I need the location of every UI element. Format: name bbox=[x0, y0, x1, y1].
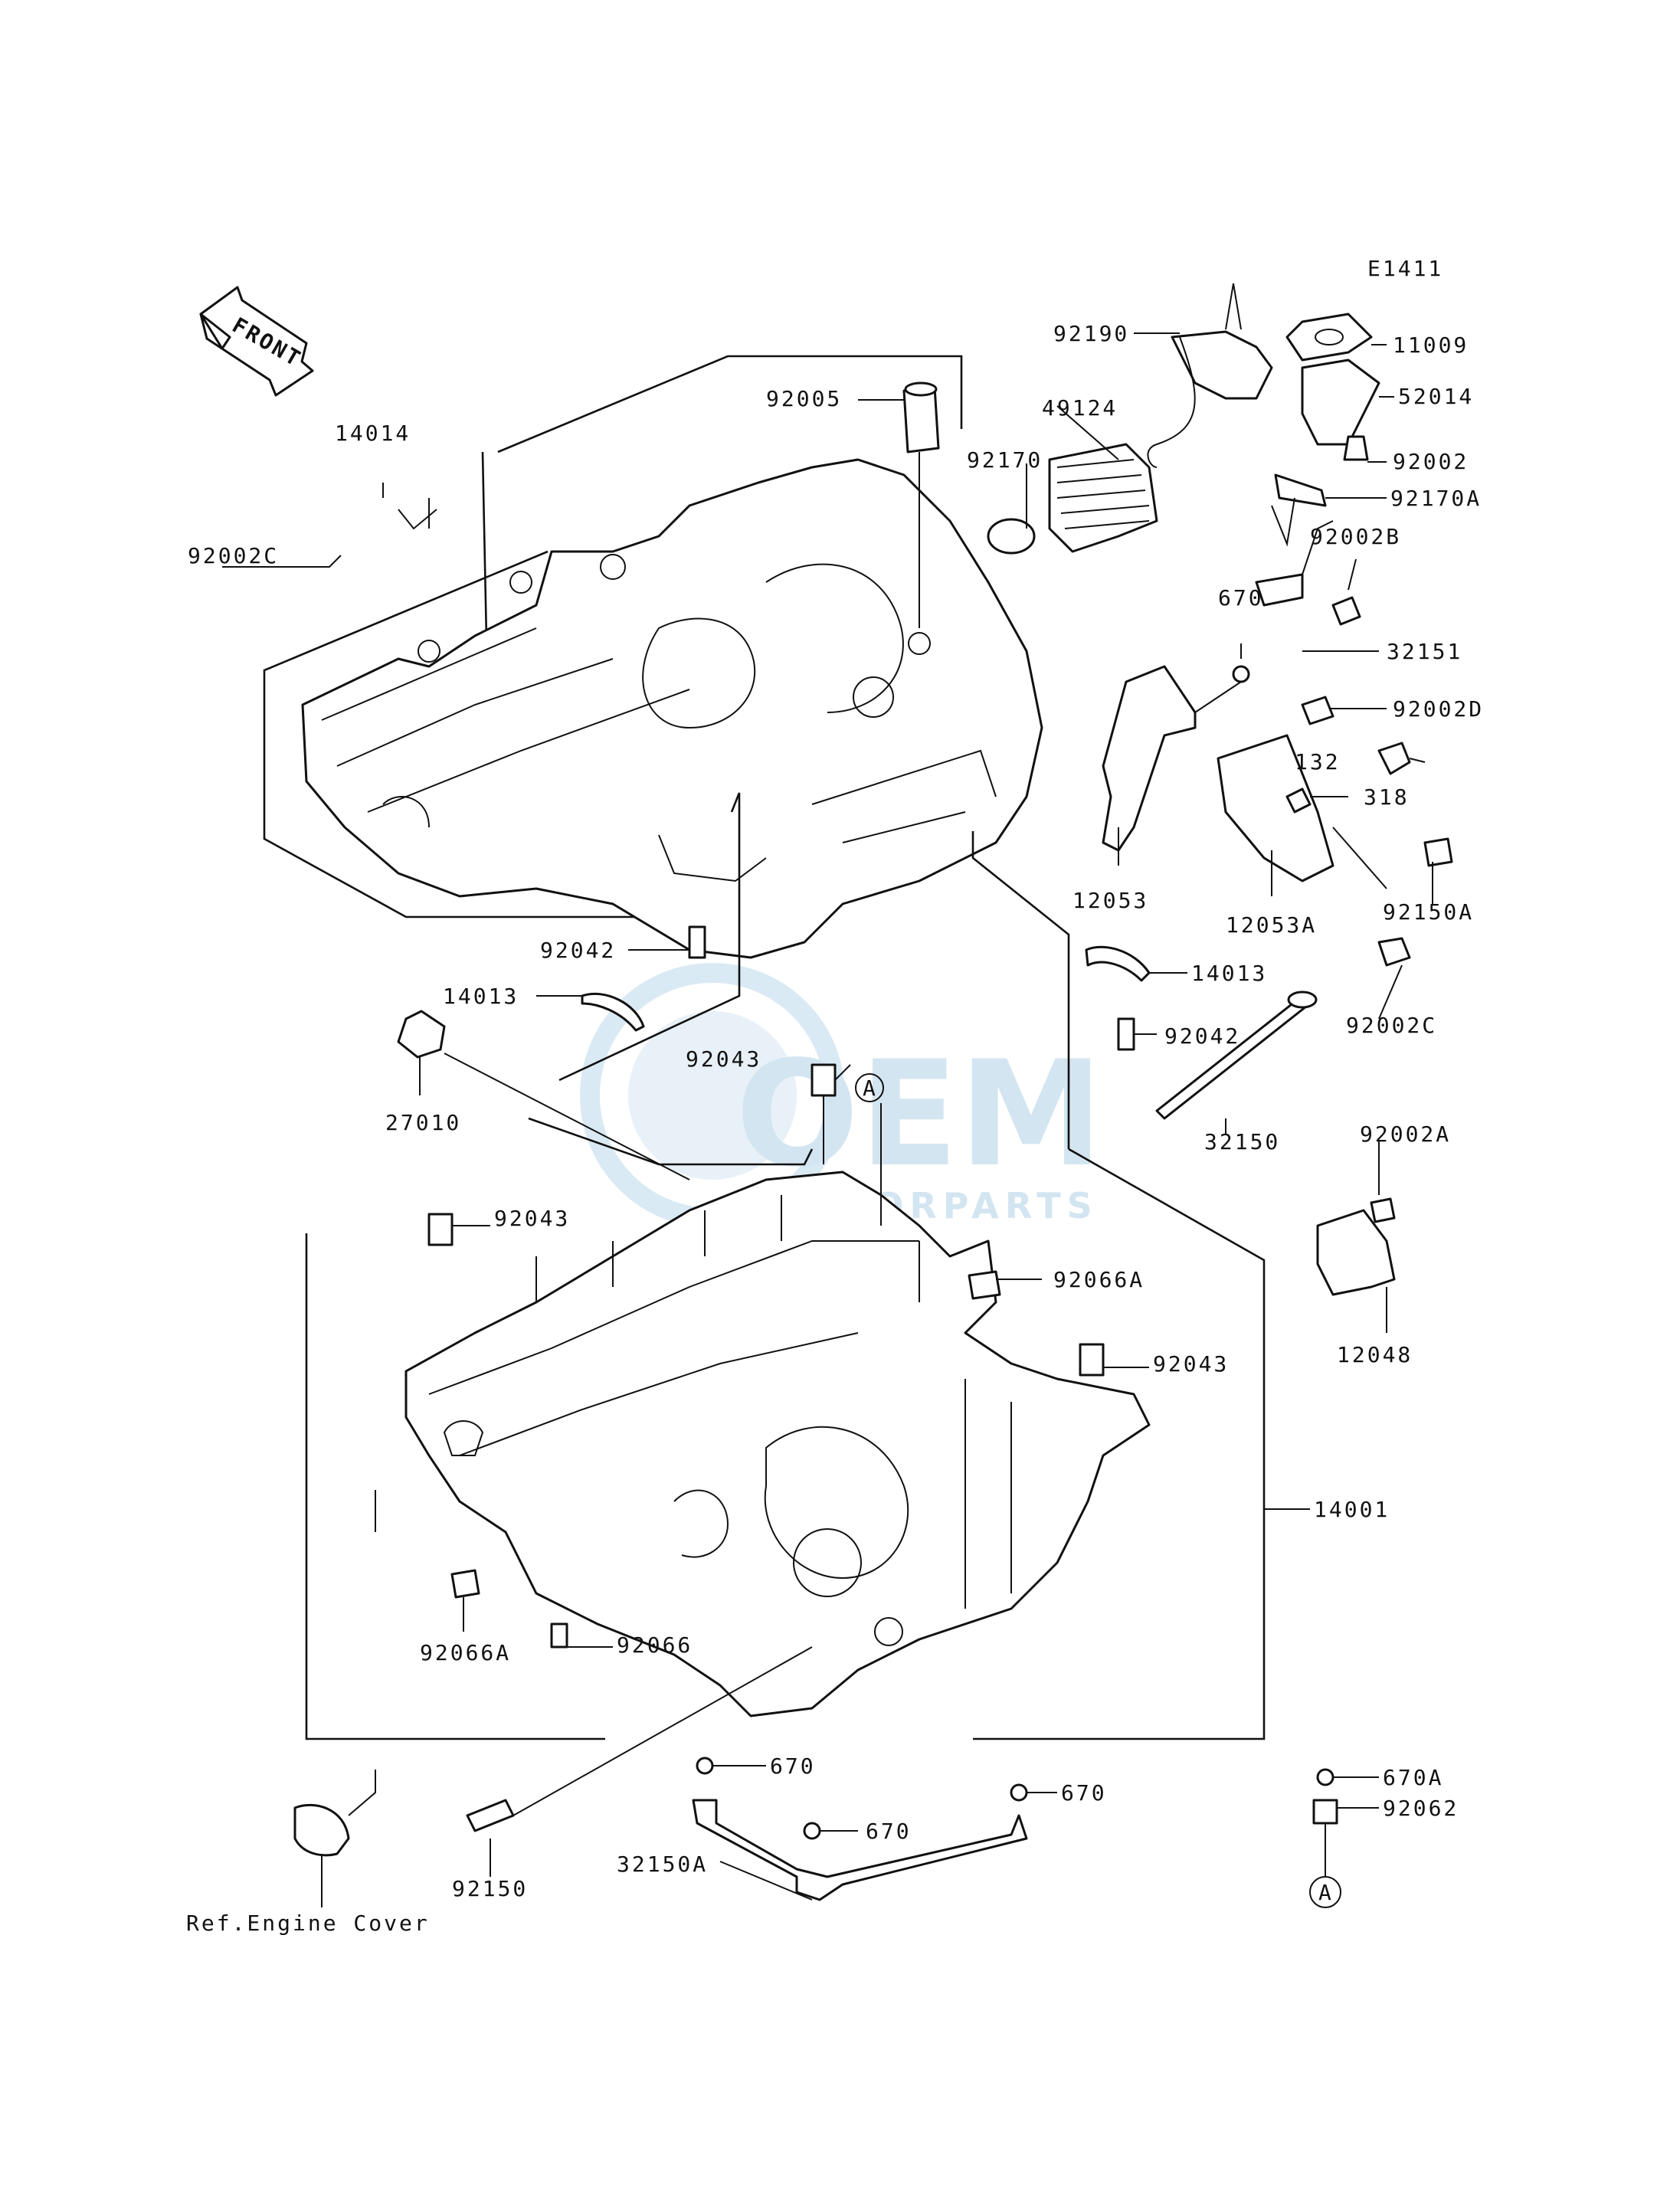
bearing-14013-right bbox=[1085, 945, 1151, 982]
part-labels: 92190 11009 52014 49124 92005 92170 9200… bbox=[186, 321, 1484, 1936]
plug-92066A-lower bbox=[450, 1569, 480, 1599]
pipe-49124 bbox=[1048, 443, 1158, 553]
o-ring-670-b bbox=[803, 1822, 821, 1840]
dowel-92042-right bbox=[1117, 1017, 1135, 1051]
label-14001: 14001 bbox=[1314, 1497, 1390, 1522]
hose-92190 bbox=[1171, 330, 1273, 400]
guide-12053 bbox=[1102, 665, 1197, 852]
plug-92005 bbox=[902, 385, 940, 453]
label-12048: 12048 bbox=[1337, 1342, 1413, 1367]
bracket-12048 bbox=[1316, 1209, 1396, 1296]
dowel-92043-top bbox=[811, 1063, 837, 1097]
hose-92170A bbox=[1274, 473, 1327, 507]
label-92170A: 92170A bbox=[1390, 486, 1482, 511]
pipe-32150A bbox=[692, 1799, 1028, 1901]
upper-crankcase bbox=[263, 355, 1043, 959]
label-92002D: 92002D bbox=[1393, 696, 1484, 722]
label-11009: 11009 bbox=[1393, 332, 1469, 358]
leader-lines bbox=[222, 283, 1433, 1907]
label-92042-right: 92042 bbox=[1164, 1023, 1240, 1049]
label-92005: 92005 bbox=[766, 386, 842, 411]
nut-318 bbox=[1285, 787, 1312, 814]
label-32151: 32151 bbox=[1387, 639, 1462, 664]
label-92002A: 92002A bbox=[1360, 1121, 1451, 1147]
label-14013-left: 14013 bbox=[443, 984, 519, 1009]
label-92066A-lower: 92066A bbox=[420, 1640, 511, 1665]
bolt-92002A bbox=[1370, 1197, 1396, 1223]
label-92170: 92170 bbox=[967, 447, 1043, 473]
bearing-14013-left bbox=[581, 992, 645, 1032]
dowel-92066 bbox=[550, 1622, 568, 1649]
label-12053: 12053 bbox=[1073, 888, 1148, 913]
label-92043-right: 92043 bbox=[1153, 1351, 1229, 1377]
label-14013-right: 14013 bbox=[1191, 961, 1267, 986]
bolt-132 bbox=[1377, 742, 1411, 775]
svg-text:A: A bbox=[1318, 1880, 1334, 1905]
label-670A: 670A bbox=[1383, 1765, 1443, 1790]
dowel-92042-left bbox=[688, 925, 706, 959]
o-ring-670-a bbox=[696, 1757, 714, 1775]
front-direction-arrow: FRONT bbox=[199, 286, 314, 397]
reference-marker-a-upper: A bbox=[855, 1073, 884, 1102]
label-92150A: 92150A bbox=[1383, 899, 1474, 925]
label-92150: 92150 bbox=[452, 1876, 528, 1901]
plug-92066A-upper bbox=[968, 1270, 1001, 1300]
label-32150: 32150 bbox=[1204, 1129, 1280, 1154]
gasket-11009 bbox=[1285, 313, 1373, 362]
label-32150A: 32150A bbox=[617, 1852, 708, 1877]
label-52014: 52014 bbox=[1398, 384, 1474, 409]
watermark-logo: OEM bbox=[735, 1030, 1103, 1199]
label-92062: 92062 bbox=[1383, 1796, 1459, 1821]
clamp-92170 bbox=[987, 518, 1036, 555]
label-670-c: 670 bbox=[1061, 1780, 1107, 1806]
dowel-92043-left bbox=[427, 1213, 454, 1246]
sensor-92150 bbox=[466, 1799, 515, 1832]
label-92043-top: 92043 bbox=[686, 1046, 761, 1072]
label-132: 132 bbox=[1295, 749, 1341, 774]
label-92043-left: 92043 bbox=[494, 1206, 570, 1231]
label-92066A-upper: 92066A bbox=[1053, 1267, 1145, 1292]
o-ring-670-c bbox=[1010, 1783, 1028, 1802]
seal-ref-engine-cover bbox=[293, 1803, 350, 1857]
small-parts bbox=[293, 313, 1453, 1901]
label-49124: 49124 bbox=[1042, 395, 1118, 421]
label-92190: 92190 bbox=[1053, 321, 1129, 346]
dowel-92043-right bbox=[1079, 1343, 1105, 1377]
bolt-92002C-right bbox=[1377, 937, 1411, 967]
label-92002B: 92002B bbox=[1310, 524, 1401, 549]
bolt-92002D bbox=[1301, 696, 1335, 725]
label-670-top: 670 bbox=[1218, 585, 1264, 611]
label-12053A: 12053A bbox=[1226, 912, 1317, 938]
bolt-92150A bbox=[1423, 837, 1453, 867]
label-27010: 27010 bbox=[385, 1110, 461, 1135]
o-ring-670-upper bbox=[1232, 665, 1250, 683]
label-92002C-left: 92002C bbox=[188, 543, 279, 568]
fitting-32151 bbox=[1255, 573, 1304, 607]
ref-engine-cover-note: Ref.Engine Cover bbox=[186, 1911, 430, 1936]
label-670-a: 670 bbox=[770, 1753, 816, 1779]
lower-crankcase bbox=[305, 792, 1266, 1740]
label-318: 318 bbox=[1364, 784, 1410, 810]
reference-marker-a-lower: A bbox=[1309, 1876, 1341, 1908]
dowel-92062 bbox=[1312, 1799, 1338, 1825]
svg-text:A: A bbox=[863, 1076, 878, 1101]
rod-32150 bbox=[1155, 994, 1312, 1120]
label-92002C-right: 92002C bbox=[1346, 1013, 1437, 1038]
label-670-b: 670 bbox=[866, 1819, 912, 1844]
label-92002: 92002 bbox=[1393, 449, 1469, 474]
bracket-12053A bbox=[1217, 734, 1335, 882]
bolt-92002 bbox=[1343, 435, 1369, 461]
switch-27010 bbox=[397, 1010, 446, 1059]
bolt-92002B bbox=[1331, 596, 1361, 626]
label-92066: 92066 bbox=[617, 1632, 693, 1658]
label-92042-left: 92042 bbox=[540, 938, 616, 963]
o-ring-670A bbox=[1316, 1768, 1335, 1786]
bracket-52014 bbox=[1301, 359, 1380, 446]
diagram-code: E1411 bbox=[1367, 256, 1443, 281]
label-14014: 14014 bbox=[335, 421, 411, 446]
